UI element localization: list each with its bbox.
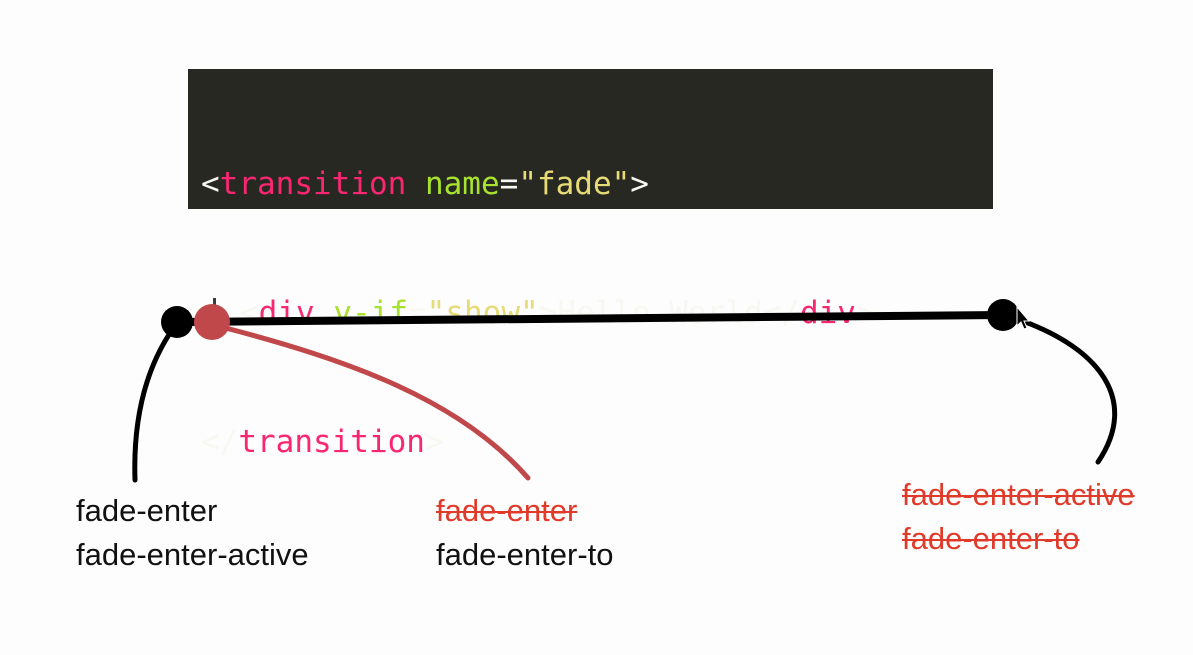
code-token-string: "fade" [518,166,631,202]
code-token-tag: transition [219,166,407,202]
code-line-1: <transition name="fade"> [201,163,993,206]
next-frame-pointer-line [215,323,531,481]
start-pointer-line [132,327,175,483]
code-token-attr: name [424,166,500,202]
next-frame-marker [194,304,230,340]
label-removed-enter: fade-enter [436,493,578,528]
label-start-enter: fade-enter [76,493,218,528]
code-token: </ [201,424,239,460]
code-token-tag: transition [238,424,425,460]
code-line-3: </transition> [201,421,993,464]
code-token-string: "show" [426,295,539,331]
label-start-enter-active: fade-enter-active [76,537,309,572]
start-marker [161,306,193,338]
code-token: > [630,166,649,202]
code-token-attr: v-if [333,295,408,331]
label-removed-enter-active: fade-enter-active [902,477,1135,512]
label-removed-enter-to: fade-enter-to [902,521,1080,556]
code-token: > [424,424,444,460]
timeline-axis [172,311,1007,326]
code-token-text: Hello World [557,295,763,331]
label-added-enter-to: fade-enter-to [436,537,614,572]
code-token: = [499,166,519,202]
cursor-icon [1016,305,1031,330]
end-pointer-line [1005,313,1118,465]
code-token: < [201,166,220,202]
end-marker [987,299,1019,331]
code-snippet: <transition name="fade"> <div v-if="show… [188,69,993,460]
